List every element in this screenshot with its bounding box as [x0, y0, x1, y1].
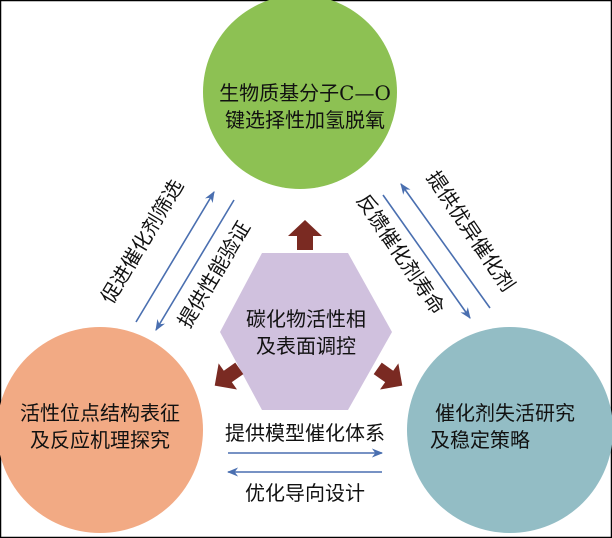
- thick-arrows: [288, 220, 322, 250]
- node-top-circle: [203, 0, 397, 189]
- arrow-right-outer: [400, 183, 491, 309]
- node-top-line2: 键选择性加氢脱氧: [225, 108, 385, 132]
- arrow-left-outer: [135, 191, 215, 323]
- thick-arrow-up: [288, 220, 322, 250]
- thick-arrow-down-right: [373, 362, 403, 390]
- arrow-left-inner: [155, 199, 235, 331]
- node-right-circle: [407, 327, 612, 533]
- thick-arrow-down-left: [214, 362, 244, 390]
- node-left-line2: 及反应机理探究: [30, 428, 170, 452]
- node-left-circle: [0, 327, 203, 533]
- node-right-line2: 及稳定策略: [430, 428, 530, 452]
- center-line1: 碳化物活性相: [246, 307, 366, 331]
- label-bottom-upper: 提供模型催化体系: [225, 421, 385, 445]
- node-right-line1: 催化剂失活研究: [435, 401, 575, 425]
- node-left-line1: 活性位点结构表征: [20, 401, 180, 425]
- node-top-line1: 生物质基分子C—O: [219, 81, 391, 105]
- label-bottom-lower: 优化导向设计: [245, 481, 365, 505]
- arrow-right-inner: [382, 194, 471, 319]
- center-hexagon: [220, 253, 392, 410]
- center-line2: 及表面调控: [256, 334, 356, 358]
